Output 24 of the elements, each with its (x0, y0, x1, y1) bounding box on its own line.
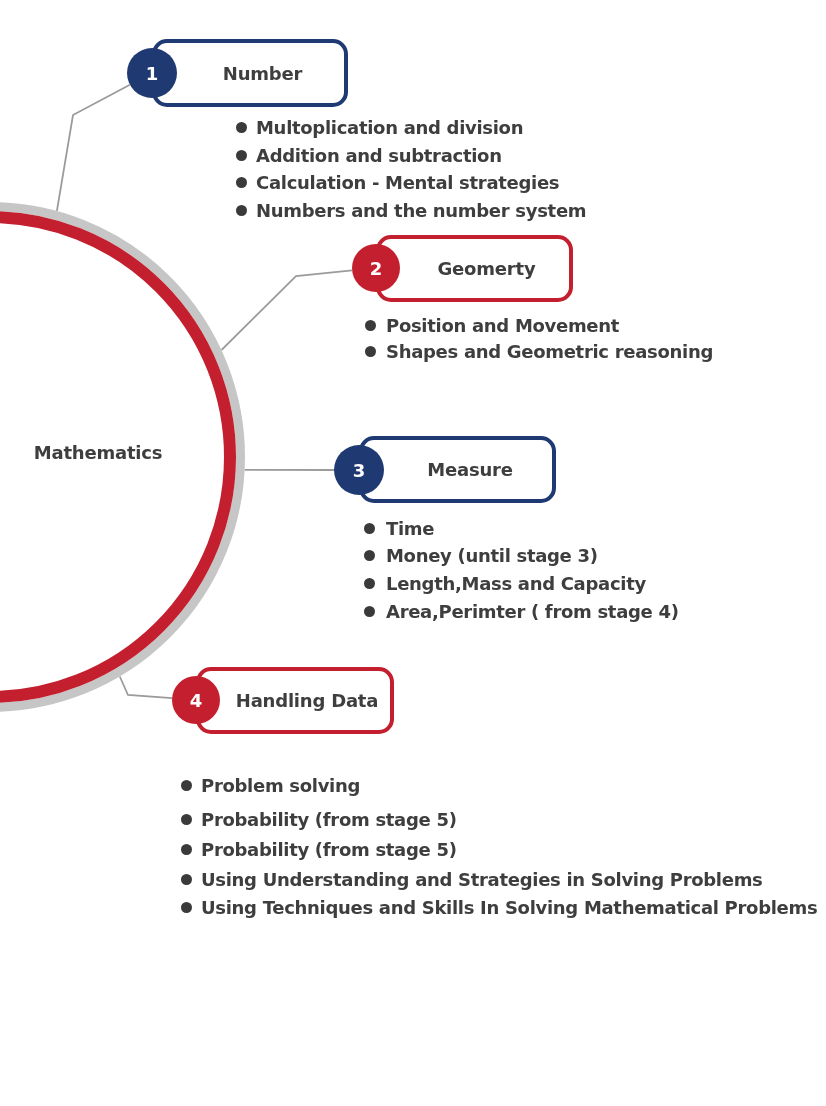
subtopic-text: Shapes and Geometric reasoning (386, 340, 713, 362)
number-circle: 4 (172, 676, 220, 724)
subtopic-text: Addition and subtraction (256, 144, 502, 166)
subtopic-text: Numbers and the number system (256, 199, 587, 221)
number-circle: 3 (334, 445, 384, 495)
subtopic-text: Probability (from stage 5) (201, 838, 457, 860)
connector-line (243, 469, 335, 471)
subtopic-text: Probability (from stage 5) (201, 808, 457, 830)
number-circle: 1 (127, 48, 177, 98)
connector-line (56, 83, 131, 212)
subtopic-text: Calculation - Mental strategies (256, 171, 560, 193)
subtopic-text: Length,Mass and Capacity (386, 572, 646, 594)
subtopic-text: Position and Movement (386, 314, 620, 336)
subtopic-text: Using Understanding and Strategies in Solving Problems (201, 868, 763, 890)
circle-title: Mathematics (33, 442, 163, 464)
number-circle: 2 (352, 244, 400, 292)
subtopic-text: Multoplication and division (256, 116, 524, 138)
subtopic-text: Problem solving (201, 774, 361, 796)
connector-line (118, 675, 173, 700)
subtopic-text: Area,Perimter ( from stage 4) (386, 600, 679, 622)
connector-line (220, 269, 353, 351)
subtopic-text: Time (386, 517, 435, 539)
subtopic-text: Using Techniques and Skills In Solving Mathematical Problems (201, 896, 818, 918)
subtopic-text: Money (until stage 3) (386, 544, 598, 566)
